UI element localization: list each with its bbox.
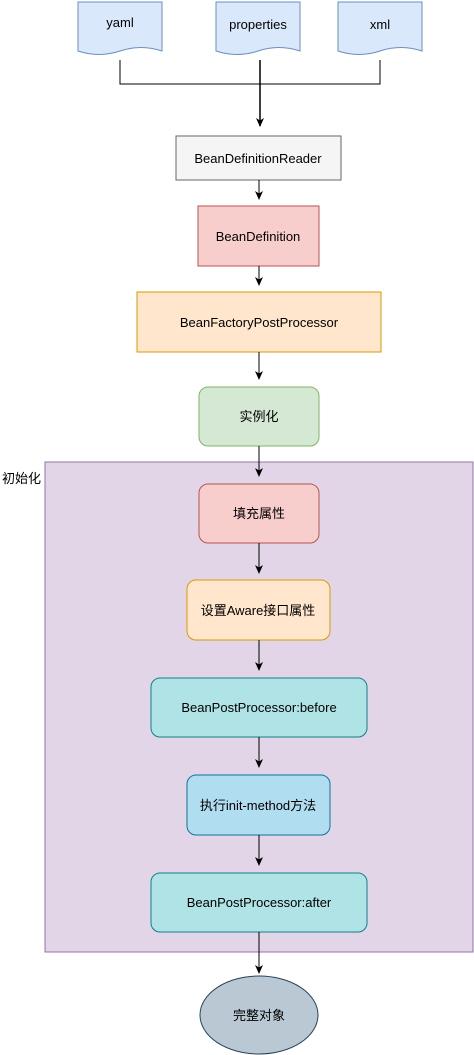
node-label: BeanDefinition: [216, 229, 301, 244]
node-label: 完整对象: [233, 1008, 285, 1023]
source-label: yaml: [106, 15, 134, 30]
node-label: 执行init-method方法: [200, 798, 316, 813]
node-label: 填充属性: [233, 506, 285, 521]
init-method-node: 执行init-method方法: [186, 774, 331, 836]
node-label: BeanFactoryPostProcessor: [180, 315, 339, 330]
source-label: properties: [229, 17, 287, 32]
bpp-before-node: BeanPostProcessor:before: [150, 677, 368, 738]
node-label: BeanPostProcessor:before: [181, 700, 336, 715]
source-document-xml: xml: [337, 1, 423, 55]
aware-interface-node: 设置Aware接口属性: [186, 579, 331, 641]
node-label: BeanDefinitionReader: [194, 151, 322, 166]
node-label: 设置Aware接口属性: [201, 603, 316, 618]
bpp-after-node: BeanPostProcessor:after: [150, 872, 368, 933]
populate-properties-node: 填充属性: [198, 483, 320, 544]
bean-factory-post-processor-node: BeanFactoryPostProcessor: [136, 291, 382, 353]
init-group-label: 初始化: [2, 471, 41, 486]
node-label: BeanPostProcessor:after: [187, 895, 332, 910]
bean-definition-node: BeanDefinition: [197, 205, 320, 267]
node-label: 实例化: [239, 409, 278, 424]
source-document-yaml: yaml: [77, 1, 163, 55]
instantiate-node: 实例化: [198, 386, 320, 447]
source-label: xml: [370, 17, 390, 32]
source-document-properties: properties: [215, 1, 301, 55]
source-connectors: [119, 60, 381, 127]
bean-definition-reader-node: BeanDefinitionReader: [175, 135, 342, 181]
complete-object-node: 完整对象: [199, 975, 319, 1055]
